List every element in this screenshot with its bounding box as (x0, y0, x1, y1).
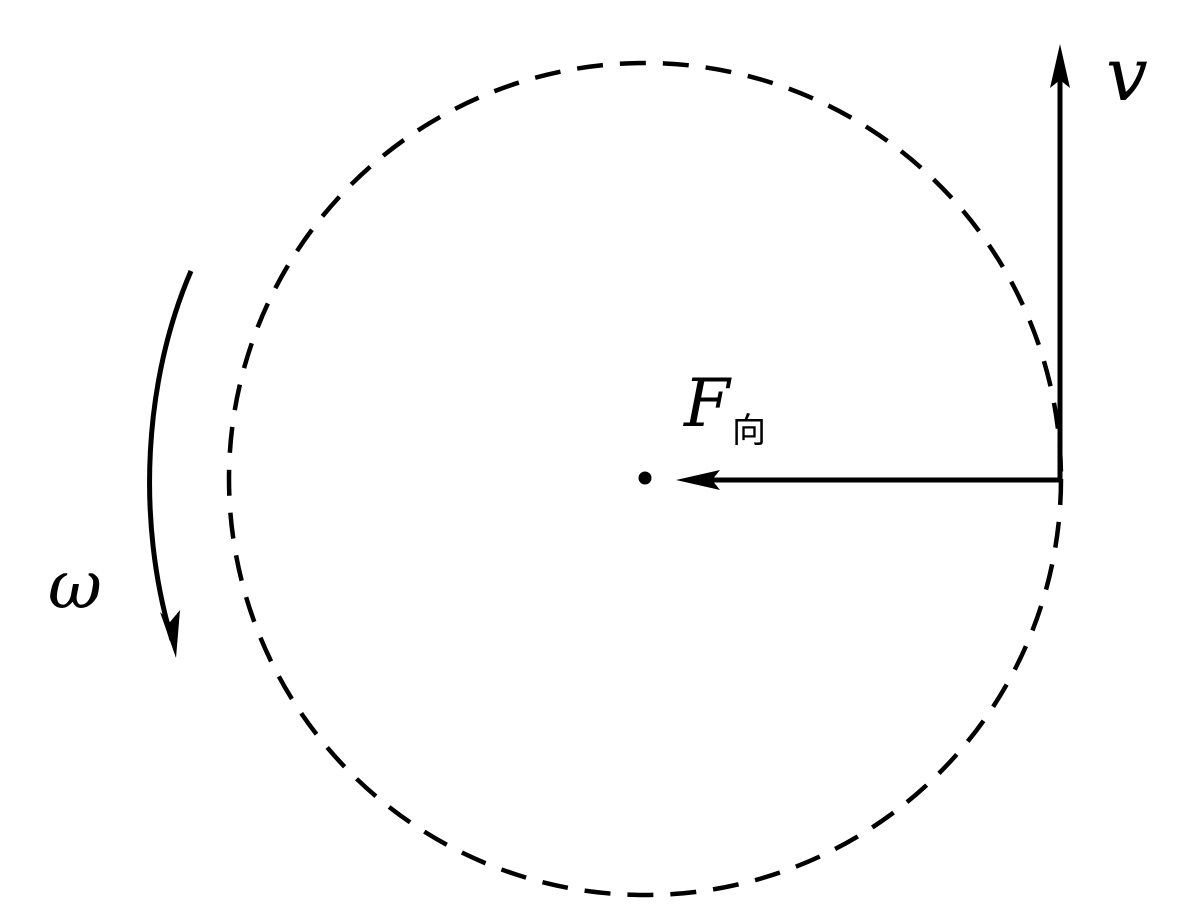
force-subscript-label: 向 (732, 411, 766, 451)
angular-velocity-arrow (147, 270, 194, 641)
force-arrow-head (676, 470, 720, 490)
force-label: F (683, 365, 732, 442)
angular-velocity-arrow-head (160, 610, 180, 658)
angular-velocity-label: ω (48, 547, 102, 624)
center-point (638, 471, 652, 485)
velocity-label: v (1106, 32, 1148, 118)
velocity-arrow-head (1050, 44, 1070, 88)
